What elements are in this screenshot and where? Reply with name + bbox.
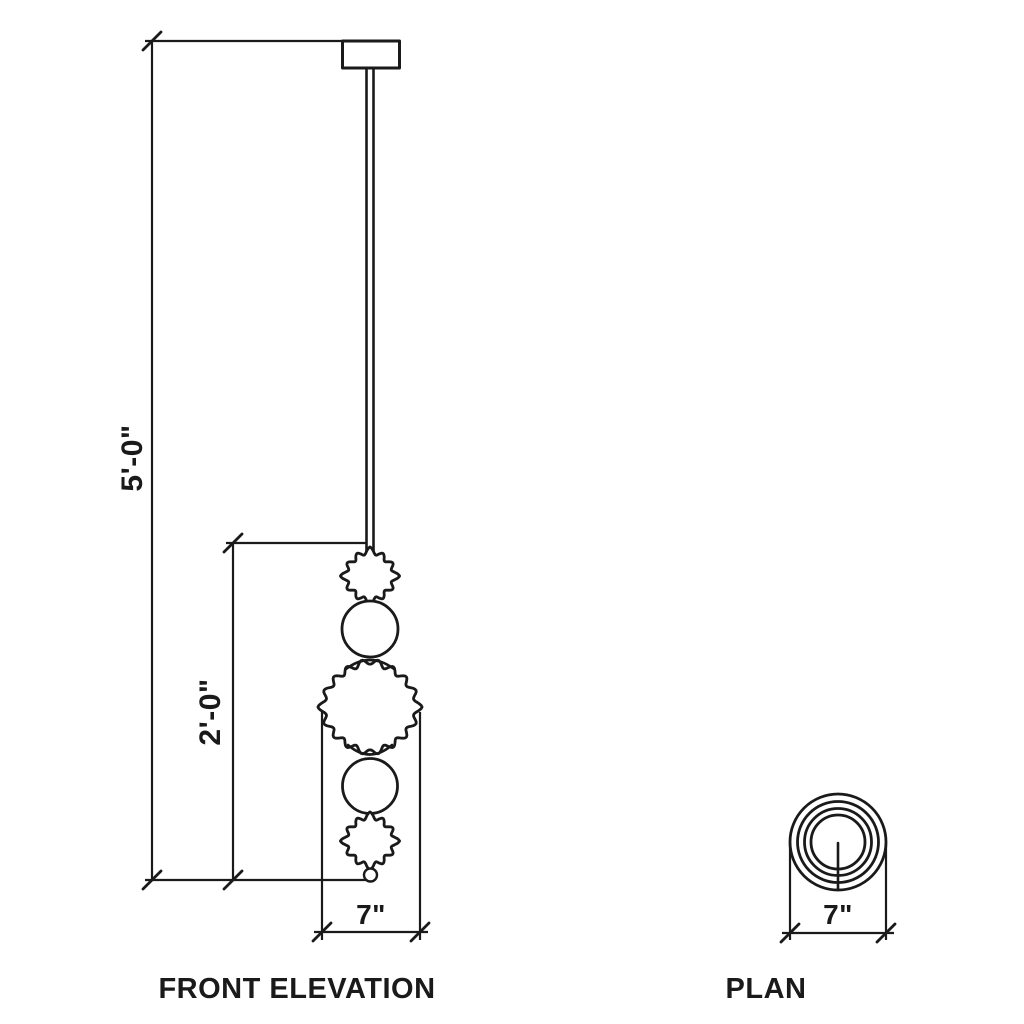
tick-mark xyxy=(141,869,163,891)
tick-mark xyxy=(141,30,163,52)
front-elevation-title: FRONT ELEVATION xyxy=(158,973,435,1005)
plan-rings xyxy=(788,792,888,892)
tick-mark xyxy=(409,921,431,943)
tick-mark xyxy=(222,869,244,891)
dimension-fixture-width: 7" xyxy=(311,712,431,943)
pendant-fixture xyxy=(316,39,424,883)
tick-mark xyxy=(779,922,801,944)
scalloped-bead-top xyxy=(339,545,401,607)
finial-ball xyxy=(362,867,379,883)
large-scalloped-shade xyxy=(316,658,424,756)
tick-mark xyxy=(875,922,897,944)
ceiling-canopy xyxy=(341,39,401,70)
dimension-label-fixture-width: 7" xyxy=(356,899,386,930)
glass-sphere-lower xyxy=(341,757,399,815)
dimension-label-overall-drop: 5'-0" xyxy=(116,424,149,491)
tick-mark xyxy=(222,532,244,554)
shade-top-collar-arc xyxy=(344,658,396,671)
dimension-label-plan-diameter: 7" xyxy=(823,899,853,930)
shade-bottom-collar-arc xyxy=(346,743,394,756)
plan-title: PLAN xyxy=(726,973,807,1005)
plan-view: 7" PLAN xyxy=(726,792,897,1005)
dimension-fixture-height: 2'-0" xyxy=(194,532,366,891)
tick-mark xyxy=(311,921,333,943)
dimension-overall-drop: 5'-0" xyxy=(116,30,371,891)
dimension-plan-diameter: 7" xyxy=(779,843,897,944)
scalloped-bead-bottom xyxy=(339,810,401,872)
glass-sphere-upper xyxy=(340,599,400,659)
front-elevation-view: 5'-0" 2'-0" 7" xyxy=(116,30,435,1005)
dimension-label-fixture-height: 2'-0" xyxy=(194,678,227,745)
